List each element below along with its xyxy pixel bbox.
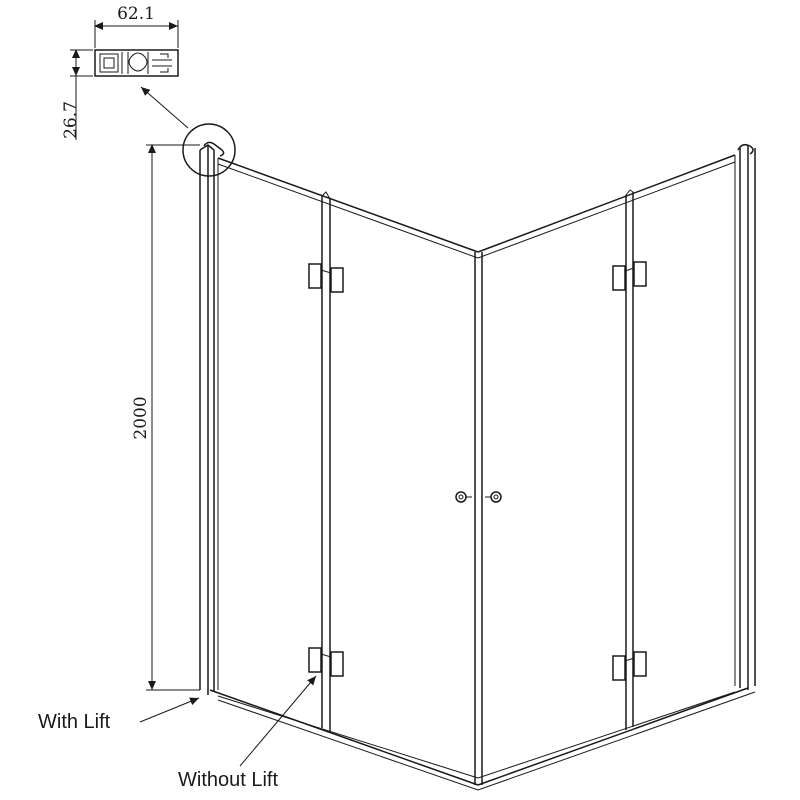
with-lift-callout: With Lift xyxy=(38,697,200,733)
left-wall-profile xyxy=(199,141,225,695)
profile-detail: 62.1 26.7 xyxy=(61,4,236,177)
hinge-right-top xyxy=(612,261,647,291)
with-lift-label: With Lift xyxy=(38,711,111,733)
profile-depth-label: 26.7 xyxy=(61,101,81,139)
enclosure xyxy=(199,141,756,791)
right-fold-line xyxy=(625,189,634,730)
knob-right xyxy=(485,491,502,503)
without-lift-label: Without Lift xyxy=(178,769,278,791)
left-fold-line xyxy=(321,191,331,731)
detail-callout-circle xyxy=(182,123,236,177)
height-dimension: 2000 xyxy=(131,144,200,691)
knob-left xyxy=(455,491,472,503)
profile-width-label: 62.1 xyxy=(117,4,155,24)
hinge-left-bottom xyxy=(308,647,344,677)
hinge-right-bottom xyxy=(612,651,647,681)
height-label: 2000 xyxy=(131,396,151,439)
without-lift-callout: Without Lift xyxy=(178,675,317,791)
hinge-left-top xyxy=(308,263,344,293)
right-wall-profile xyxy=(734,143,756,690)
profile-cross-section xyxy=(94,49,179,77)
